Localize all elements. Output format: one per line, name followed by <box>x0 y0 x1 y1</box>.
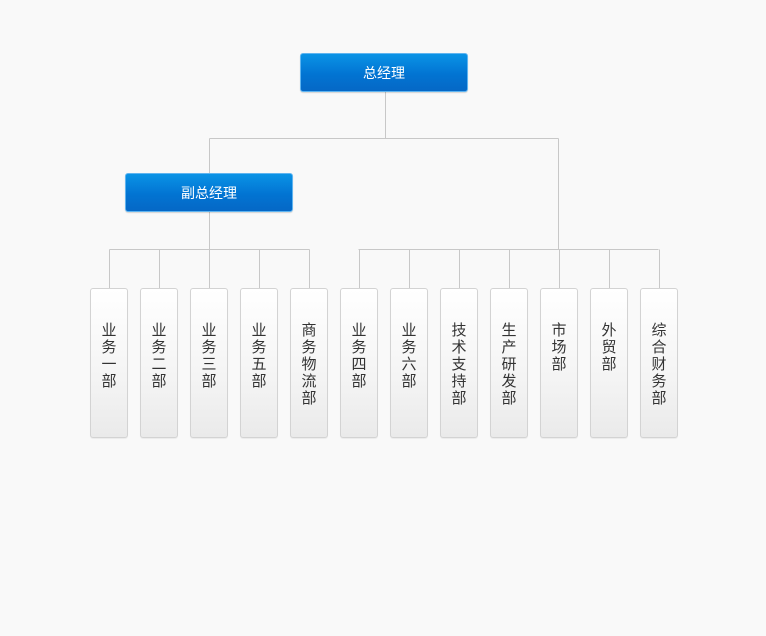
department-label: 业务一部 <box>101 321 117 390</box>
deputy-manager-box[interactable]: 副总经理 <box>125 173 293 212</box>
department-box[interactable]: 综合财务部 <box>640 288 678 438</box>
general-manager-box[interactable]: 总经理 <box>300 53 468 92</box>
department-box[interactable]: 业务一部 <box>90 288 128 438</box>
department-box[interactable]: 业务四部 <box>340 288 378 438</box>
department-label: 生产研发部 <box>501 321 517 407</box>
department-box[interactable]: 业务六部 <box>390 288 428 438</box>
department-label: 业务三部 <box>201 321 217 390</box>
department-box[interactable]: 商务物流部 <box>290 288 328 438</box>
general-manager-label: 总经理 <box>363 65 405 82</box>
department-label: 业务二部 <box>151 321 167 390</box>
department-box[interactable]: 市场部 <box>540 288 578 438</box>
department-box[interactable]: 技术支持部 <box>440 288 478 438</box>
department-box[interactable]: 业务二部 <box>140 288 178 438</box>
department-box[interactable]: 外贸部 <box>590 288 628 438</box>
department-box[interactable]: 业务三部 <box>190 288 228 438</box>
department-label: 外贸部 <box>601 321 617 373</box>
department-box[interactable]: 生产研发部 <box>490 288 528 438</box>
department-label: 技术支持部 <box>451 321 467 407</box>
deputy-manager-label: 副总经理 <box>181 185 237 202</box>
department-label: 业务六部 <box>401 321 417 390</box>
department-label: 综合财务部 <box>651 321 667 407</box>
department-label: 业务五部 <box>251 321 267 390</box>
department-label: 商务物流部 <box>301 321 317 407</box>
department-box[interactable]: 业务五部 <box>240 288 278 438</box>
department-label: 业务四部 <box>351 321 367 390</box>
department-label: 市场部 <box>551 321 567 373</box>
